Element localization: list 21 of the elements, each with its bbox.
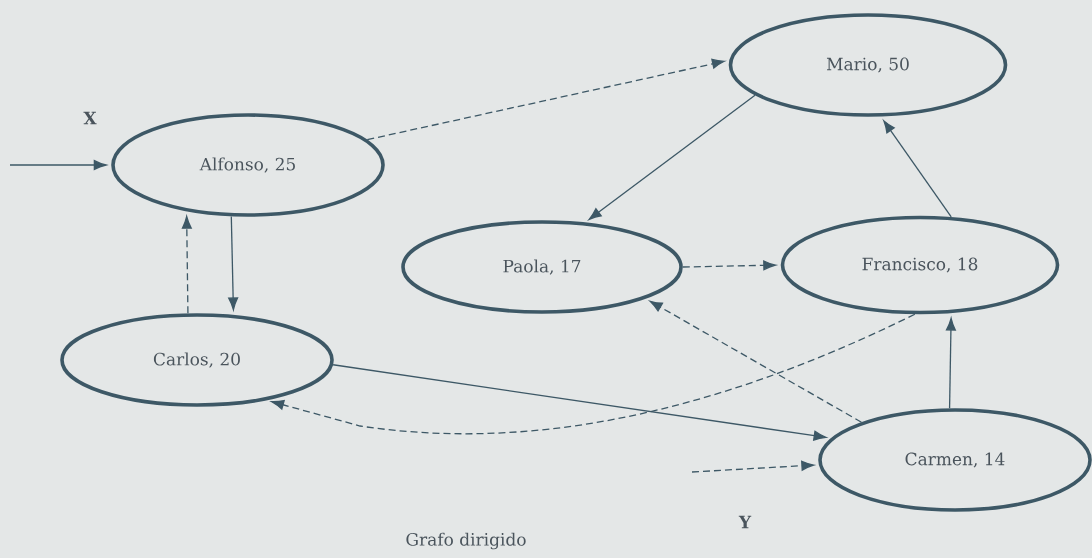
arrow: [649, 300, 863, 423]
arrow: [945, 317, 956, 409]
arrow: [181, 215, 192, 314]
arrow: [691, 460, 815, 473]
arrow: [366, 58, 725, 141]
edge-label: X: [83, 111, 97, 125]
caption: Grafo dirigido: [406, 532, 526, 550]
arrow: [228, 215, 239, 311]
graph-node: Mario, 50: [728, 13, 1008, 117]
arrow: [9, 160, 107, 171]
graph-node: Carmen, 14: [818, 408, 1092, 512]
graph-node: Paola, 17: [401, 220, 683, 314]
arrow: [588, 94, 756, 220]
graph-node: Francisco, 18: [780, 215, 1060, 315]
arrow: [883, 120, 952, 218]
arrow: [271, 313, 916, 435]
arrow: [332, 364, 827, 441]
graph-node: Carlos, 20: [60, 313, 334, 407]
arrow: [682, 260, 777, 271]
edge-label: Y: [738, 515, 752, 529]
graph-node: Alfonso, 25: [111, 113, 385, 217]
